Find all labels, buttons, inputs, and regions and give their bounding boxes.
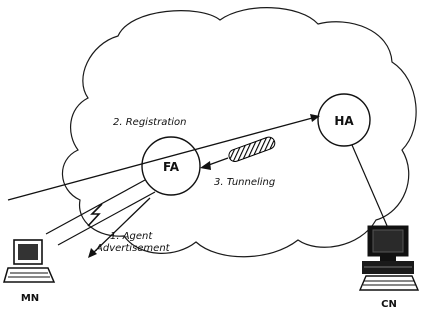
advertisement-arrowhead bbox=[88, 248, 97, 258]
fa-to-mn-line-lower bbox=[57, 191, 156, 246]
laptop-icon bbox=[3, 239, 56, 283]
tunnel-pipe bbox=[228, 136, 276, 162]
home-agent-label: HA bbox=[334, 114, 354, 128]
registration-label: 2. Registration bbox=[113, 117, 186, 128]
registration-arrow bbox=[7, 116, 317, 201]
advertisement-label-line1: 1. Agent bbox=[110, 231, 153, 242]
desktop-computer-icon bbox=[358, 225, 420, 291]
tunneling-label: 3. Tunneling bbox=[214, 177, 275, 188]
fa-to-mn-line-upper bbox=[45, 179, 146, 235]
foreign-agent-label: FA bbox=[163, 160, 180, 174]
wireless-link-icon bbox=[87, 203, 103, 227]
home-agent-node bbox=[317, 93, 371, 147]
registration-arrowhead bbox=[310, 114, 320, 122]
advertisement-label-line2: Advertisement bbox=[95, 243, 171, 254]
advertisement-arrow bbox=[91, 197, 151, 255]
ha-to-cn-link bbox=[351, 144, 389, 229]
tunneling-arrowhead bbox=[200, 161, 211, 170]
mobile-node-label: MN bbox=[21, 293, 39, 304]
correspondent-node-label: CN bbox=[381, 299, 397, 310]
